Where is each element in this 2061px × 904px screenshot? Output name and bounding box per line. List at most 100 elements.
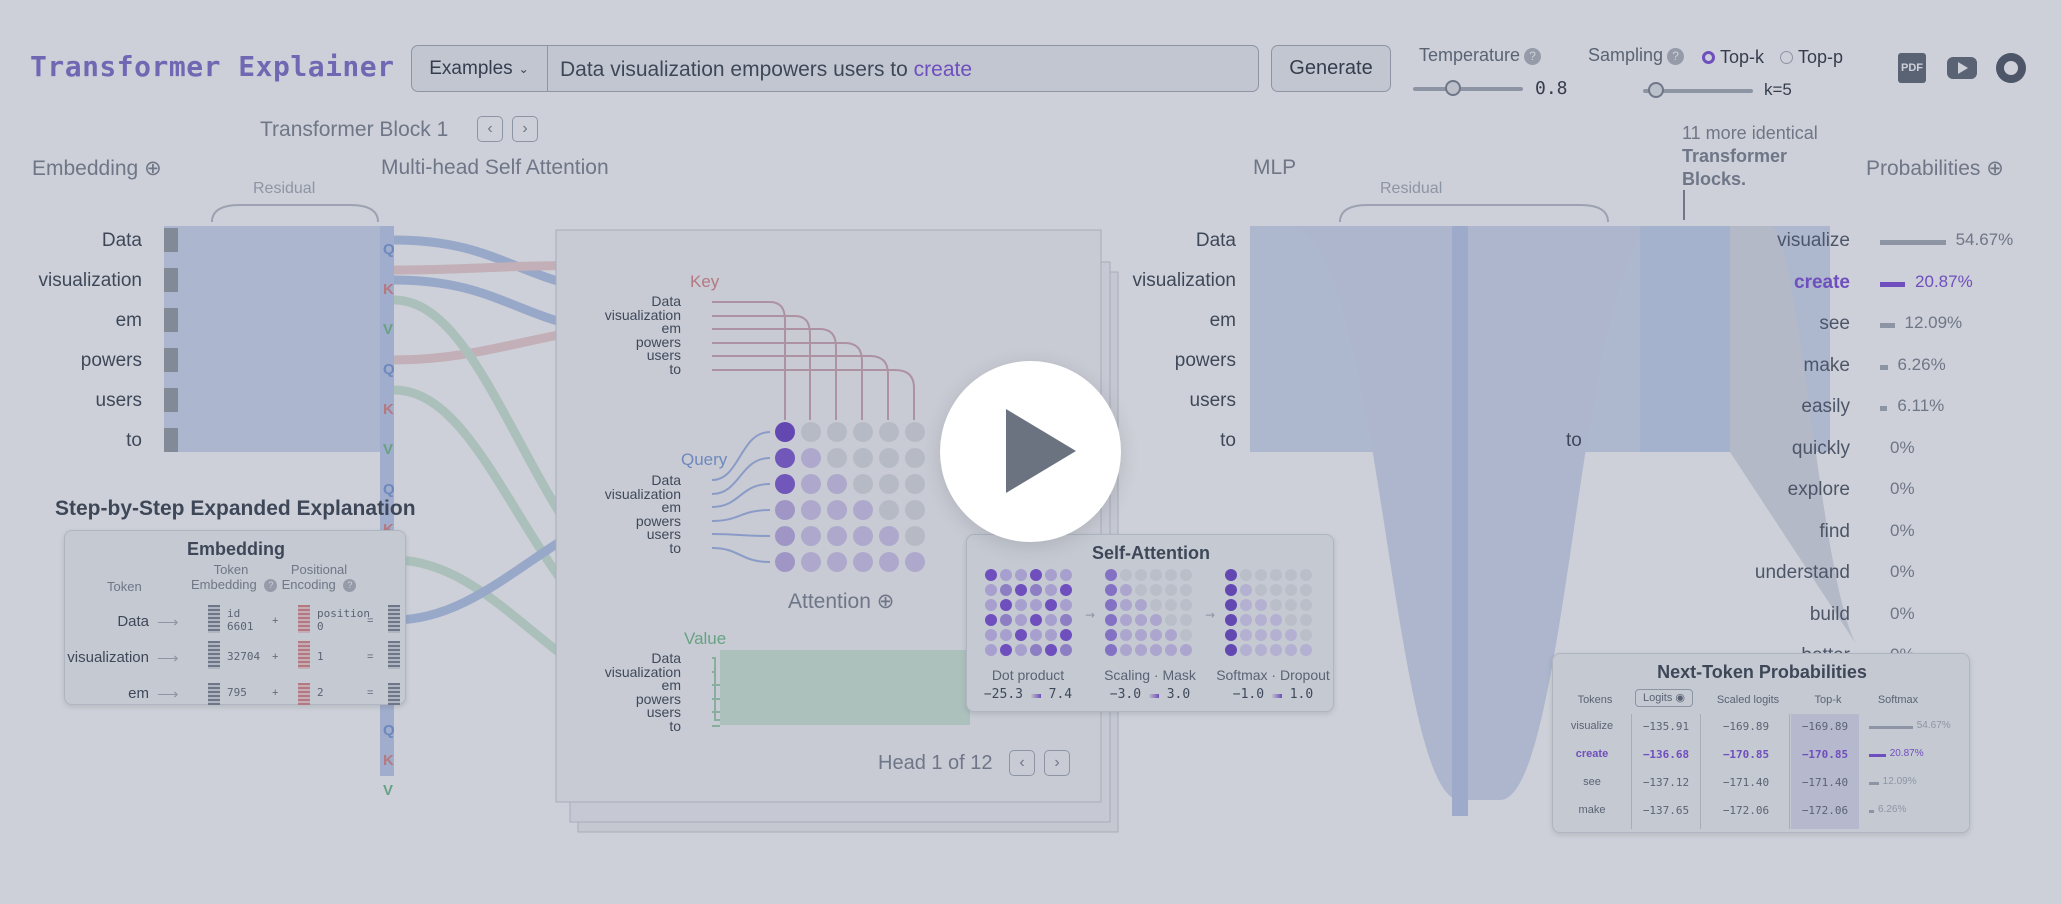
attention-cell[interactable] [827, 500, 847, 520]
attention-cell[interactable] [905, 422, 925, 442]
token-vector[interactable] [164, 388, 178, 412]
attention-cell[interactable] [879, 526, 899, 546]
prompt-text[interactable]: Data visualization empowers users to cre… [560, 58, 972, 82]
logits-toggle[interactable]: Logits ◉ [1635, 689, 1693, 707]
topk-radio[interactable]: Top-k [1702, 47, 1764, 68]
zoom-in-icon[interactable]: ⊕ [1986, 157, 2004, 180]
attention-matrix[interactable] [770, 420, 930, 580]
key-token[interactable]: Data [651, 293, 681, 309]
attention-cell[interactable] [853, 474, 873, 494]
query-token[interactable]: visualization [604, 485, 681, 502]
topk-slider-knob[interactable] [1648, 82, 1664, 98]
query-token[interactable]: em [661, 499, 681, 515]
key-token[interactable]: visualization [604, 306, 681, 323]
attention-cell[interactable] [905, 552, 925, 572]
self-attention-card[interactable]: Self-Attention →→ Dot product Scaling · … [966, 534, 1334, 712]
attention-cell[interactable] [905, 474, 925, 494]
token-label[interactable]: visualization [1132, 270, 1237, 291]
token-label[interactable]: em [1209, 310, 1236, 331]
attention-cell[interactable] [827, 552, 847, 572]
query-token[interactable]: Data [651, 472, 681, 488]
attention-cell[interactable] [801, 552, 821, 572]
token-label[interactable]: to [126, 430, 142, 451]
embedding-row[interactable]: visualization ⟶ 32704 + 1 = [65, 641, 407, 679]
attention-cell[interactable] [853, 422, 873, 442]
temperature-slider-knob[interactable] [1445, 80, 1461, 96]
attention-cell[interactable] [801, 474, 821, 494]
help-icon[interactable]: ? [264, 579, 278, 593]
attention-cell[interactable] [801, 500, 821, 520]
token-vector[interactable] [164, 348, 178, 372]
attention-cell[interactable] [801, 526, 821, 546]
zoom-in-icon[interactable]: ⊕ [876, 590, 895, 613]
token-vector[interactable] [164, 228, 178, 252]
key-token[interactable]: to [669, 360, 681, 377]
token-vector[interactable] [164, 428, 178, 452]
attention-cell[interactable] [775, 552, 795, 572]
key-token[interactable]: em [661, 320, 681, 336]
attention-cell[interactable] [827, 448, 847, 468]
attention-cell[interactable] [775, 526, 795, 546]
key-token[interactable]: powers [635, 333, 681, 350]
attention-cell[interactable] [879, 500, 899, 520]
attention-cell[interactable] [801, 422, 821, 442]
value-token[interactable]: powers [635, 690, 681, 707]
token-label[interactable]: Data [1195, 230, 1236, 251]
pdf-icon[interactable]: PDF [1898, 53, 1926, 83]
probabilities-section-title[interactable]: Probabilities ⊕ [1866, 156, 2004, 181]
token-label[interactable]: to [1220, 430, 1236, 451]
topk-slider[interactable] [1643, 89, 1753, 93]
attention-cell[interactable] [827, 422, 847, 442]
token-label[interactable]: users [95, 390, 142, 411]
next-head-button[interactable]: › [1044, 750, 1070, 776]
token-label[interactable]: users [1189, 390, 1236, 411]
attention-title[interactable]: Attention ⊕ [788, 589, 894, 614]
query-token[interactable]: users [646, 526, 681, 542]
prompt-input[interactable] [411, 45, 1259, 92]
attention-cell[interactable] [775, 474, 795, 494]
token-label[interactable]: powers [1174, 350, 1236, 371]
next-token-card[interactable]: Next-Token Probabilities Tokens Logits ◉… [1552, 653, 1970, 833]
token-label[interactable]: em [115, 310, 142, 331]
next-block-button[interactable]: › [512, 116, 538, 142]
youtube-icon[interactable] [1947, 57, 1977, 79]
token-label[interactable]: powers [80, 350, 142, 371]
help-icon[interactable]: ? [1524, 47, 1542, 65]
attention-cell[interactable] [905, 526, 925, 546]
attention-cell[interactable] [801, 448, 821, 468]
prev-block-button[interactable]: ‹ [477, 116, 503, 142]
value-token[interactable]: Data [651, 650, 681, 666]
key-token[interactable]: users [646, 347, 681, 363]
help-icon[interactable]: ? [343, 579, 357, 593]
help-icon[interactable]: ? [1667, 47, 1685, 65]
embedding-row[interactable]: em ⟶ 795 + 2 = [65, 683, 407, 705]
temperature-slider[interactable] [1413, 87, 1523, 91]
examples-dropdown[interactable]: Examples ⌄ [411, 45, 548, 92]
value-token[interactable]: visualization [604, 663, 681, 680]
value-token[interactable]: to [669, 717, 681, 734]
token-label[interactable]: Data [101, 230, 142, 251]
prev-head-button[interactable]: ‹ [1009, 750, 1035, 776]
embedding-card[interactable]: Embedding Token Token Embedding ? Positi… [64, 530, 406, 705]
attention-cell[interactable] [879, 474, 899, 494]
token-vector[interactable] [164, 308, 178, 332]
attention-cell[interactable] [853, 526, 873, 546]
attention-cell[interactable] [853, 552, 873, 572]
attention-cell[interactable] [879, 552, 899, 572]
token-vector[interactable] [164, 268, 178, 292]
attention-cell[interactable] [853, 448, 873, 468]
token-label[interactable]: visualization [38, 270, 143, 291]
zoom-in-icon[interactable]: ⊕ [144, 157, 162, 180]
attention-cell[interactable] [775, 448, 795, 468]
attention-cell[interactable] [775, 500, 795, 520]
attention-cell[interactable] [905, 448, 925, 468]
attention-cell[interactable] [879, 422, 899, 442]
embedding-section-title[interactable]: Embedding ⊕ [32, 156, 162, 181]
value-token[interactable]: users [646, 704, 681, 720]
query-token[interactable]: powers [635, 512, 681, 529]
